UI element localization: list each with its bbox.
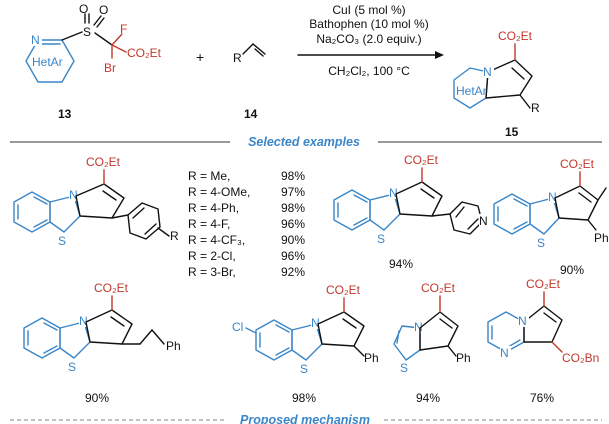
example-methyl-phenyl: N S CO₂Et Ph 90% bbox=[493, 157, 609, 277]
reagent-cui: CuI (5 mol %) bbox=[332, 3, 405, 17]
r-yield: 92% bbox=[281, 265, 305, 279]
atom-n: N bbox=[483, 65, 492, 79]
compound-id-14: 14 bbox=[244, 107, 258, 121]
r-yield: 90% bbox=[281, 233, 305, 247]
atom-n: N bbox=[500, 346, 509, 360]
section-title-mechanism: Proposed mechanism bbox=[240, 413, 370, 424]
r-item: R = 4-F, bbox=[188, 217, 230, 231]
r-yield: 98% bbox=[281, 201, 305, 215]
reaction-arrow bbox=[297, 51, 444, 59]
r-item: R = 4-Ph, bbox=[188, 201, 239, 215]
atom-n: N bbox=[479, 214, 488, 228]
r-item: R = 3-Br, bbox=[188, 265, 236, 279]
r-item: R = Me, bbox=[188, 169, 230, 183]
r-substituent-list: R = Me, 98% R = 4-OMe, 97% R = 4-Ph, 98%… bbox=[188, 169, 305, 279]
compound-id-13: 13 bbox=[58, 107, 72, 121]
ph-label: Ph bbox=[456, 351, 471, 365]
compound-14: R bbox=[233, 43, 266, 65]
co2et-label: CO₂Et bbox=[326, 283, 361, 297]
reagent-bathophen: Bathophen (10 mol %) bbox=[309, 17, 428, 31]
r-item: R = 4-CF₃, bbox=[188, 233, 245, 247]
hetar-label: HetAr bbox=[456, 84, 487, 98]
atom-n: N bbox=[548, 190, 557, 204]
atom-s: S bbox=[537, 236, 545, 250]
yield-label: 76% bbox=[530, 391, 554, 405]
yield-label: 94% bbox=[389, 257, 413, 271]
compound-id-15: 15 bbox=[505, 125, 519, 139]
reagent-base: Na₂CO₃ (2.0 equiv.) bbox=[316, 32, 421, 46]
example-thiazolo: N S CO₂Et Ph 94% bbox=[393, 281, 471, 405]
r-item: R = 2-Cl, bbox=[188, 249, 236, 263]
yield-label: 98% bbox=[292, 391, 316, 405]
hetar-label: HetAr bbox=[32, 55, 63, 69]
atom-s: S bbox=[377, 232, 385, 246]
co2et-label: CO₂Et bbox=[526, 277, 561, 291]
atom-r: R bbox=[233, 51, 242, 65]
co2et-label: CO₂Et bbox=[560, 157, 595, 171]
atom-s: S bbox=[83, 25, 91, 39]
co2et-label: CO₂Et bbox=[498, 29, 533, 43]
r-yield: 98% bbox=[281, 169, 305, 183]
atom-n: N bbox=[69, 188, 78, 202]
atom-n: N bbox=[311, 316, 320, 330]
compound-15: N HetAr CO₂Et R bbox=[453, 29, 540, 115]
atom-o: O bbox=[79, 2, 88, 16]
example-pyridyl: N S CO₂Et N 94% bbox=[333, 153, 490, 271]
example-chloro: Cl N S CO₂Et Ph 98% bbox=[232, 283, 379, 405]
atom-s: S bbox=[58, 234, 66, 248]
example-aryl-series: N S CO₂Et R bbox=[13, 155, 179, 248]
ph-label: Ph bbox=[594, 231, 609, 245]
yield-label: 90% bbox=[560, 263, 584, 277]
co2et-label: CO₂Et bbox=[94, 281, 129, 295]
example-pyrimido: N N CO₂Et CO₂Bn 76% bbox=[487, 277, 599, 405]
co2et-label: CO₂Et bbox=[421, 281, 456, 295]
reaction-conditions: CH₂Cl₂, 100 °C bbox=[328, 64, 410, 78]
r-item: R = 4-OMe, bbox=[188, 185, 250, 199]
co2bn-label: CO₂Bn bbox=[562, 351, 599, 365]
co2et-label: CO₂Et bbox=[86, 155, 121, 169]
atom-o: O bbox=[99, 3, 108, 17]
atom-n: N bbox=[79, 314, 88, 328]
atom-r: R bbox=[531, 101, 540, 115]
ph-label: Ph bbox=[364, 351, 379, 365]
atom-n: N bbox=[518, 314, 527, 328]
atom-n: N bbox=[31, 33, 40, 47]
yield-label: 94% bbox=[416, 391, 440, 405]
atom-s: S bbox=[68, 360, 76, 374]
r-yield: 97% bbox=[281, 185, 305, 199]
co2et-label: CO₂Et bbox=[127, 46, 162, 60]
compound-13: N HetAr S O O F Br CO₂Et bbox=[25, 2, 162, 83]
atom-s: S bbox=[300, 362, 308, 376]
ph-label: Ph bbox=[166, 339, 181, 353]
plus-sign: + bbox=[196, 49, 204, 65]
atom-n: N bbox=[389, 186, 398, 200]
example-phenethyl: N S CO₂Et Ph 90% bbox=[23, 281, 181, 405]
atom-br: Br bbox=[104, 61, 116, 75]
r-yield: 96% bbox=[281, 249, 305, 263]
atom-n: N bbox=[414, 320, 423, 334]
atom-f: F bbox=[120, 22, 127, 36]
yield-label: 90% bbox=[85, 391, 109, 405]
cl-label: Cl bbox=[232, 320, 243, 334]
section-title-examples: Selected examples bbox=[248, 135, 360, 149]
co2et-label: CO₂Et bbox=[404, 153, 439, 167]
atom-s: S bbox=[400, 361, 408, 375]
atom-r: R bbox=[170, 229, 179, 243]
r-yield: 96% bbox=[281, 217, 305, 231]
